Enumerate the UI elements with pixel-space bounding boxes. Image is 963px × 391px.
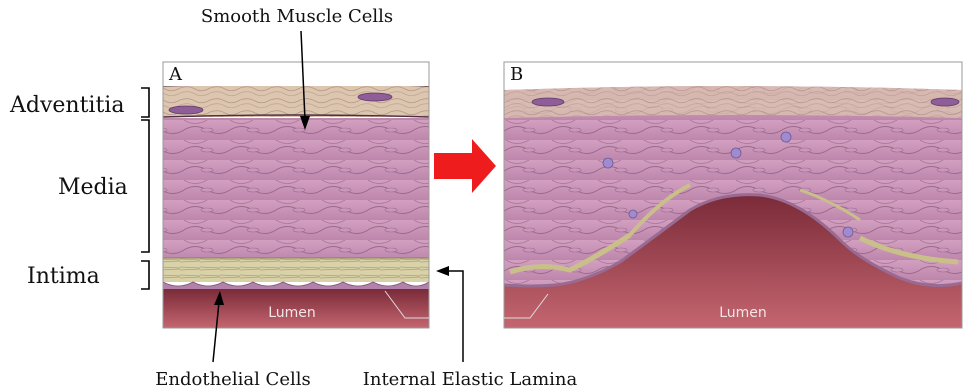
panel-a: Lumen A: [163, 62, 429, 328]
progression-arrow: [434, 139, 496, 193]
lumen-label-b: Lumen: [719, 305, 767, 321]
adventitia-layer-a: [163, 86, 429, 117]
media-layer-a: [163, 118, 429, 258]
label-smooth-muscle-cells: Smooth Muscle Cells: [201, 6, 393, 27]
label-endothelial-cells: Endothelial Cells: [155, 369, 310, 390]
intima-layer-a: [163, 258, 429, 282]
macrophage: [603, 158, 613, 168]
label-adventitia: Adventitia: [9, 93, 124, 118]
lumen-label-a: Lumen: [268, 305, 316, 321]
macrophage: [843, 227, 853, 237]
macrophage: [629, 210, 637, 218]
label-intima: Intima: [27, 264, 100, 289]
macrophage: [781, 132, 791, 142]
pointer-internal-elastic: [447, 271, 463, 362]
adventitia-cell: [169, 106, 203, 114]
bracket-intima: [141, 261, 149, 289]
adventitia-cell: [532, 98, 564, 106]
adventitia-cell: [358, 93, 392, 101]
panel-a-tag: A: [168, 64, 183, 85]
panel-b-tag: B: [510, 64, 523, 85]
bracket-media: [141, 120, 149, 252]
panel-b: Lumen B: [504, 62, 962, 328]
label-internal-elastic-lamina: Internal Elastic Lamina: [363, 369, 578, 390]
adventitia-cell: [931, 98, 959, 106]
label-media: Media: [58, 175, 128, 200]
bracket-adventitia: [141, 88, 149, 117]
macrophage: [731, 148, 741, 158]
